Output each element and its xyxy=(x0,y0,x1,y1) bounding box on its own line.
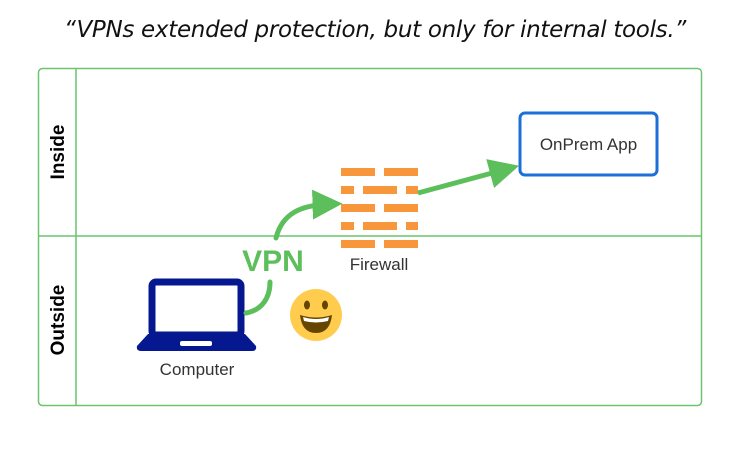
brick-wall-icon xyxy=(341,168,418,248)
vpn-curve-lower xyxy=(243,279,273,316)
lane-label-outside: Outside xyxy=(48,285,69,356)
grinning-face-icon xyxy=(290,289,342,341)
lane-label-inside: Inside xyxy=(48,125,69,180)
onprem-app-node[interactable]: OnPrem App xyxy=(518,111,659,177)
laptop-icon xyxy=(136,278,257,351)
firewall-node[interactable]: Firewall xyxy=(341,168,418,274)
computer-label: Computer xyxy=(160,360,235,379)
slide-title: “VPNs extended protection, but only for … xyxy=(64,17,686,43)
computer-node[interactable]: Computer xyxy=(136,278,257,379)
swimlane-frame xyxy=(37,67,703,407)
vpn-curve-upper xyxy=(273,189,343,241)
vpn-connection: VPN xyxy=(242,189,343,316)
vpn-label: VPN xyxy=(242,245,304,278)
outer-frame xyxy=(37,67,703,407)
onprem-app-box xyxy=(518,111,659,177)
firewall-to-app-arrow xyxy=(417,159,520,196)
onprem-app-label: OnPrem App xyxy=(540,135,637,154)
firewall-label: Firewall xyxy=(350,255,409,274)
